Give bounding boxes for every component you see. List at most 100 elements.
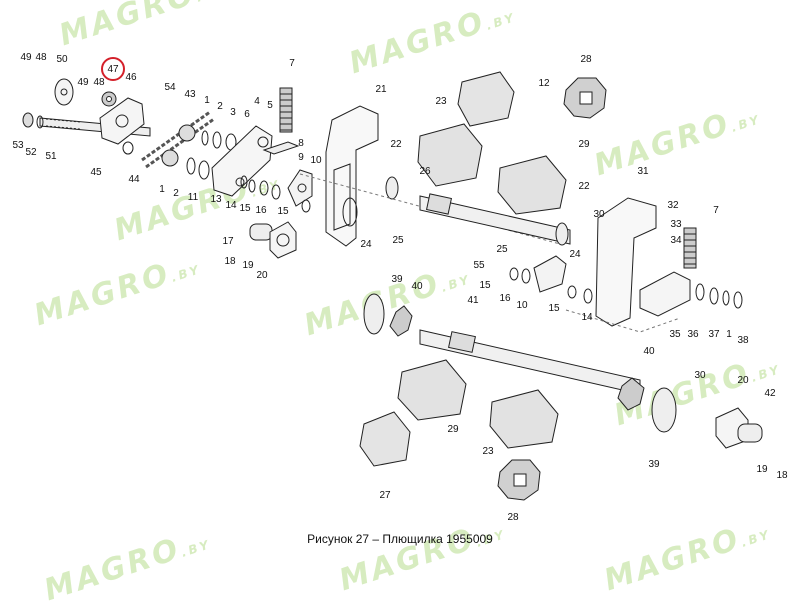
segment-29-bottom — [397, 359, 467, 421]
segment-27 — [359, 411, 411, 467]
washer-50 — [54, 78, 74, 106]
callout-26: 26 — [419, 166, 431, 177]
callout-48: 48 — [35, 52, 47, 63]
callout-40: 40 — [643, 346, 655, 357]
washer-37 — [709, 287, 719, 305]
frame-21-bearing — [342, 197, 358, 227]
flange-46 — [99, 97, 145, 145]
washer-13 — [240, 175, 248, 189]
washer-1 — [722, 290, 730, 306]
callout-48: 48 — [93, 77, 105, 88]
callout-49: 49 — [20, 52, 32, 63]
callout-23: 23 — [482, 446, 494, 457]
washer-15b — [301, 199, 311, 213]
plate-20-hole — [276, 233, 290, 247]
frame-31 — [595, 197, 657, 327]
tensioner-10-right — [533, 255, 567, 293]
callout-18: 18 — [224, 256, 236, 267]
callout-39: 39 — [648, 459, 660, 470]
callout-22: 22 — [390, 139, 402, 150]
callout-30: 30 — [593, 209, 605, 220]
dashed-frame-guide — [565, 309, 681, 333]
spring-7 — [279, 87, 293, 133]
arm-35 — [639, 271, 691, 317]
bearing-2b — [186, 157, 196, 175]
callout-1: 1 — [726, 329, 732, 340]
bearing-42 — [737, 423, 763, 443]
callout-54: 54 — [164, 82, 176, 93]
sprocket-44 — [161, 149, 179, 167]
callout-20: 20 — [256, 270, 268, 281]
callout-49: 49 — [77, 77, 89, 88]
roller-shaft-26 — [419, 195, 571, 245]
callout-55: 55 — [473, 260, 485, 271]
callout-14: 14 — [225, 200, 237, 211]
callout-2: 2 — [173, 188, 179, 199]
callout-15: 15 — [277, 206, 289, 217]
callout-7: 7 — [713, 205, 719, 216]
nut-53 — [22, 112, 34, 128]
callout-25: 25 — [392, 235, 404, 246]
callout-28: 28 — [580, 54, 592, 65]
callout-23: 23 — [435, 96, 447, 107]
callout-3: 3 — [230, 107, 236, 118]
callout-13: 13 — [210, 194, 222, 205]
callout-38: 38 — [737, 335, 749, 346]
callout-47: 47 — [107, 64, 119, 75]
washer-15-right-b — [567, 285, 577, 299]
callout-36: 36 — [687, 329, 699, 340]
callout-42: 42 — [764, 388, 776, 399]
seal-45 — [122, 141, 134, 155]
washer-50-hole — [60, 88, 68, 96]
callout-1: 1 — [159, 184, 165, 195]
callout-24: 24 — [360, 239, 372, 250]
callout-1: 1 — [204, 95, 210, 106]
part-drawings — [22, 71, 763, 501]
segment-23-bottom — [489, 389, 559, 449]
callout-53: 53 — [12, 140, 24, 151]
callout-15: 15 — [548, 303, 560, 314]
disc-39-left — [363, 293, 385, 335]
callout-19: 19 — [242, 260, 254, 271]
callout-14: 14 — [581, 312, 593, 323]
washer-15-right — [509, 267, 519, 281]
callout-19: 19 — [756, 464, 768, 475]
washer-38 — [733, 291, 743, 309]
sprocket-47-hub — [106, 96, 112, 102]
callout-28: 28 — [507, 512, 519, 523]
callout-16: 16 — [255, 205, 267, 216]
callout-24: 24 — [569, 249, 581, 260]
callout-41: 41 — [467, 295, 479, 306]
tensioner-10 — [287, 169, 313, 207]
callout-11: 11 — [188, 192, 199, 203]
roller-hub-26 — [425, 193, 453, 215]
callout-32: 32 — [667, 200, 679, 211]
segment-29-top — [497, 155, 567, 215]
callout-12: 12 — [538, 78, 550, 89]
callout-16: 16 — [499, 293, 511, 304]
washer-16-right — [521, 268, 531, 284]
callout-7: 7 — [289, 58, 295, 69]
callout-10: 10 — [516, 300, 528, 311]
callout-39: 39 — [391, 274, 403, 285]
washer-16 — [271, 184, 281, 200]
callout-50: 50 — [56, 54, 68, 65]
callout-44: 44 — [128, 174, 140, 185]
callout-45: 45 — [90, 167, 102, 178]
callout-29: 29 — [578, 139, 590, 150]
arm-6-hole — [257, 136, 269, 148]
sprocket-43 — [178, 124, 196, 142]
callout-2: 2 — [217, 101, 223, 112]
figure-caption: Рисунок 27 – Плющилка 1955009 — [307, 532, 493, 546]
callout-9: 9 — [298, 152, 304, 163]
callout-18: 18 — [776, 470, 788, 481]
callout-46: 46 — [125, 72, 137, 83]
callout-21: 21 — [375, 84, 387, 95]
callout-34: 34 — [670, 235, 682, 246]
segment-23-top — [417, 123, 483, 187]
callout-40: 40 — [411, 281, 423, 292]
segment-12 — [457, 71, 515, 127]
roller-hub-41 — [448, 331, 476, 353]
